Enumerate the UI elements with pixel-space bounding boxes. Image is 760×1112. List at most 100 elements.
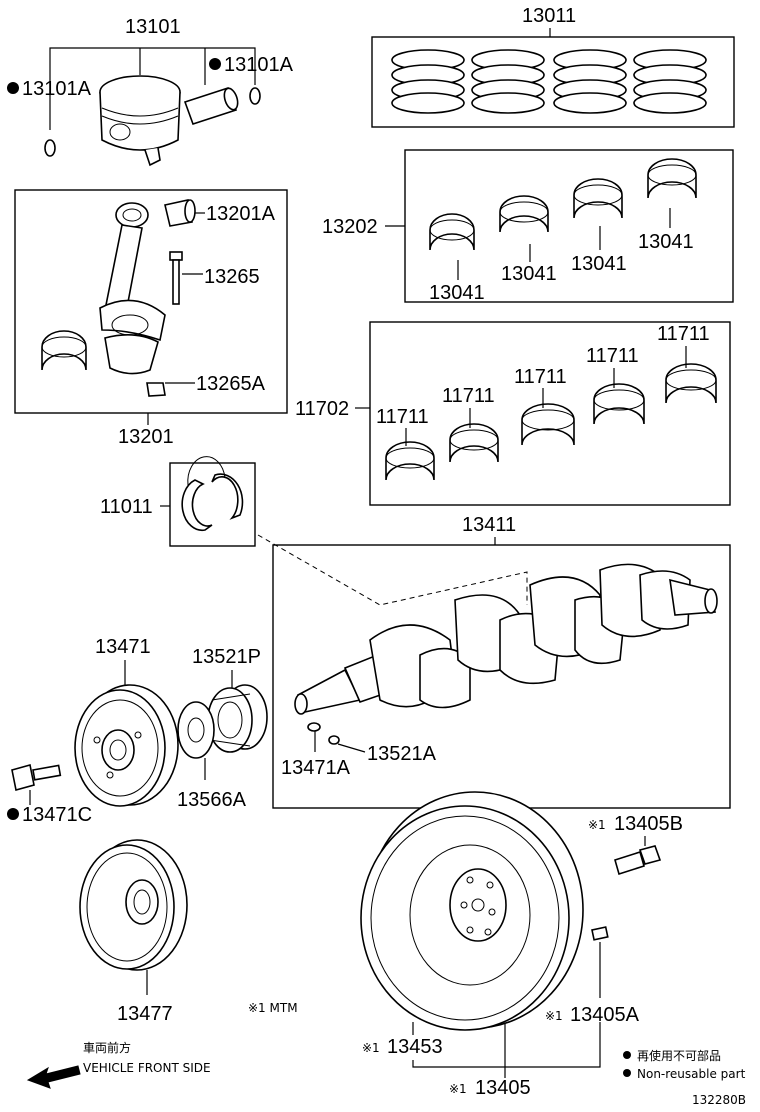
non-reusable-dot (7, 808, 19, 820)
crankshaft-drawing (294, 563, 718, 715)
conrod-nut-drawing (146, 382, 166, 397)
label-13101A-right[interactable]: 13101A (224, 54, 294, 76)
flywheel-bolt-drawing (614, 845, 662, 876)
conrod-bolt-drawing (169, 251, 183, 305)
label-13471A[interactable]: 13471A (281, 757, 351, 779)
diagram-id: 132280B (692, 1093, 746, 1107)
crank-pulley-group: 13471 13471C (7, 636, 179, 826)
ref-mark-13405B: ※1 (588, 818, 606, 832)
label-11711-a[interactable]: 11711 (376, 406, 429, 428)
thrust-washer-drawing (181, 456, 244, 532)
ref-mark-13453: ※1 (362, 1041, 380, 1055)
label-13101A-left[interactable]: 13101A (22, 78, 92, 100)
conrod-bearing-loose (41, 330, 87, 371)
label-13201[interactable]: 13201 (118, 426, 174, 448)
label-13265A[interactable]: 13265A (196, 373, 266, 395)
label-11711-b[interactable]: 11711 (442, 385, 495, 407)
label-13101[interactable]: 13101 (125, 16, 181, 38)
front-arrow-icon (26, 1065, 81, 1089)
non-reusable-dot (7, 82, 19, 94)
non-reusable-dot (623, 1051, 631, 1059)
timing-sprocket-group: 13521P 13566A (177, 646, 268, 811)
conrod-bearing-set: 13202 13041 13041 13041 13041 (322, 149, 734, 304)
thrust-washer-leader (257, 534, 528, 606)
pulley-13477-group: 13477 (79, 839, 188, 1025)
snap-ring-left (44, 139, 56, 157)
label-13521P[interactable]: 13521P (192, 646, 261, 668)
flywheel-group: ※1 13405B ※1 13405A ※1 13453 ※1 13405 (360, 791, 683, 1099)
mtm-note: ※1 MTM (248, 1001, 298, 1015)
label-13202[interactable]: 13202 (322, 216, 378, 238)
crank-key-drawing (307, 722, 321, 732)
bearing-shell-13041-d (647, 158, 697, 199)
label-13411[interactable]: 13411 (462, 514, 516, 536)
bearing-shell-13041-a (429, 213, 475, 251)
bearing-shell-11711-d (593, 383, 645, 425)
piston-group: 13101 13101A 13101A (7, 16, 294, 167)
flywheel-drawing (360, 791, 584, 1031)
small-end-bushing-drawing (164, 199, 196, 227)
bearing-shell-13041-b (499, 195, 549, 233)
bearing-shell-11711-c (521, 403, 575, 446)
pulley-13477-drawing (79, 839, 188, 971)
thrust-washer-box (169, 462, 256, 547)
bearing-shell-11711-e (665, 363, 717, 404)
label-13453[interactable]: 13453 (387, 1036, 443, 1058)
label-13405B[interactable]: 13405B (614, 813, 683, 835)
label-13041-b[interactable]: 13041 (501, 263, 557, 285)
ring-stack-1 (391, 49, 465, 114)
label-13201A[interactable]: 13201A (206, 203, 276, 225)
snap-ring-right (249, 87, 261, 105)
bearing-shell-13041-c (573, 178, 623, 219)
pulley-bolt-drawing (11, 763, 62, 792)
label-13265[interactable]: 13265 (204, 266, 260, 288)
label-11702[interactable]: 11702 (295, 398, 349, 420)
flywheel-pin-drawing (591, 926, 609, 941)
ring-stack-4 (633, 49, 707, 114)
vehicle-front-jp: 車両前方 (83, 1040, 131, 1055)
timing-plate-drawing (177, 701, 215, 759)
bearing-shell-11711-a (385, 441, 435, 481)
label-13477[interactable]: 13477 (117, 1003, 173, 1025)
crank-pin-drawing (328, 735, 340, 745)
label-13405A[interactable]: 13405A (570, 1004, 640, 1026)
piston-drawing (99, 75, 181, 167)
vehicle-front-en: VEHICLE FRONT SIDE (83, 1061, 211, 1075)
label-13521A[interactable]: 13521A (367, 743, 437, 765)
label-13405[interactable]: 13405 (475, 1077, 531, 1099)
label-13471[interactable]: 13471 (95, 636, 151, 658)
piston-pin-drawing (183, 86, 239, 126)
piston-ring-set: 13011 (371, 5, 735, 128)
non-reusable-dot (209, 58, 221, 70)
ring-stack-2 (471, 49, 545, 114)
label-11711-d[interactable]: 11711 (586, 345, 639, 367)
main-bearing-box (369, 321, 731, 506)
label-13041-d[interactable]: 13041 (638, 231, 694, 253)
timing-sprocket-drawing (207, 684, 268, 753)
vehicle-front-indicator: 車両前方 VEHICLE FRONT SIDE (26, 1040, 211, 1089)
ring-stack-3 (553, 49, 627, 114)
label-11711-c[interactable]: 11711 (514, 366, 567, 388)
label-13471C[interactable]: 13471C (22, 804, 92, 826)
legend-jp: 再使用不可部品 (637, 1048, 721, 1063)
label-11711-e[interactable]: 11711 (657, 323, 710, 345)
crank-pulley-drawing (74, 684, 179, 807)
connecting-rod-drawing (99, 202, 166, 375)
main-bearing-set: 11702 11711 11711 11711 11711 (295, 321, 731, 506)
ref-mark-13405A: ※1 (545, 1009, 563, 1023)
crankshaft-group: 13411 13471A 13521A (257, 514, 731, 809)
bearing-shell-11711-b (449, 423, 499, 463)
legend: 再使用不可部品 Non-reusable part (623, 1048, 746, 1081)
thrust-washer-group: 11011 (100, 456, 256, 547)
label-13041-c[interactable]: 13041 (571, 253, 627, 275)
label-13566A[interactable]: 13566A (177, 789, 247, 811)
ref-mark-13405: ※1 (449, 1082, 467, 1096)
ring-set-box (371, 36, 735, 128)
conrod-box (14, 189, 288, 414)
label-13041-a[interactable]: 13041 (429, 282, 485, 304)
conrod-bearing-box (404, 149, 734, 303)
label-13011[interactable]: 13011 (522, 5, 576, 27)
label-11011[interactable]: 11011 (100, 496, 153, 518)
non-reusable-dot (623, 1069, 631, 1077)
